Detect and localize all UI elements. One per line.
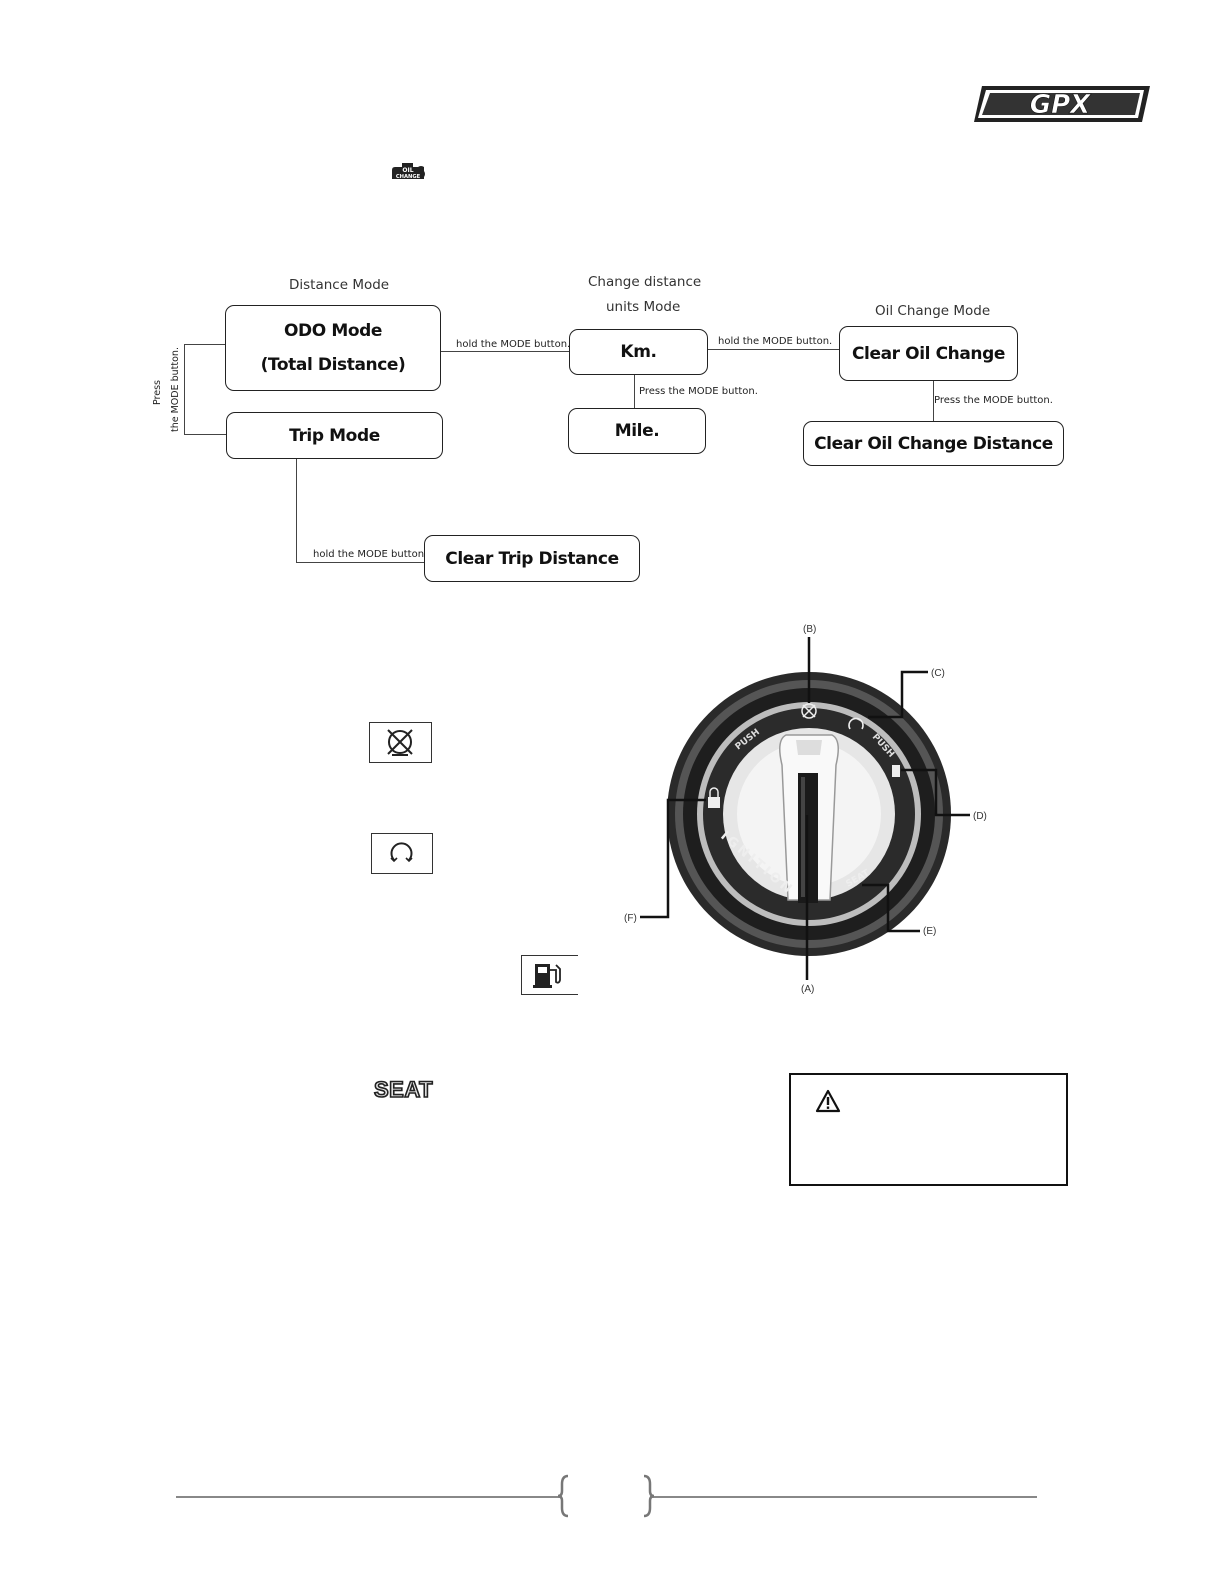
- connector-side-vertical: [184, 344, 185, 434]
- side-press-label: Press the MODE button.: [150, 347, 184, 432]
- ignition-diagram: PUSH PUSH IGNITION SEAT (B) (C) (D) (E) …: [610, 615, 1000, 1000]
- power-on-icon: [371, 833, 433, 874]
- footer-line-left: [176, 1496, 562, 1498]
- callout-f: (F): [624, 913, 637, 924]
- callout-a: (A): [801, 984, 814, 995]
- warning-icon: [815, 1089, 841, 1113]
- connector-trip-clear: [296, 562, 424, 563]
- trip-mode-box: Trip Mode: [226, 412, 443, 459]
- callout-d: (D): [973, 811, 987, 822]
- footer-line-right: [650, 1496, 1037, 1498]
- ring-fuel-icon: [892, 765, 900, 777]
- units-mode-header-line2: units Mode: [606, 299, 681, 315]
- side-label-line1: Press: [152, 380, 163, 405]
- connector-side-bottom: [184, 434, 227, 435]
- oil-change-mode-header: Oil Change Mode: [875, 303, 991, 319]
- logo-text: GPX: [1030, 90, 1092, 120]
- units-mode-header-line1: Change distance: [588, 274, 702, 290]
- warning-box: [789, 1073, 1068, 1186]
- edge-label-hold-odo-km: hold the MODE button.: [456, 339, 571, 350]
- side-label-line2: the MODE button.: [170, 348, 181, 432]
- callout-b: (B): [803, 624, 816, 635]
- connector-side-top: [184, 344, 226, 345]
- clear-oil-change-distance-box: Clear Oil Change Distance: [803, 421, 1064, 466]
- odo-mode-subtitle: (Total Distance): [260, 355, 406, 375]
- seat-label: SEAT: [373, 1076, 434, 1103]
- mile-box: Mile.: [568, 408, 706, 454]
- brand-logo: GPX: [972, 82, 1154, 126]
- clear-trip-distance-box: Clear Trip Distance: [424, 535, 640, 582]
- oil-badge-line2: CHANGE: [396, 174, 421, 180]
- edge-label-hold-trip: hold the MODE button.: [313, 549, 428, 560]
- connector-oil-distance: [933, 381, 934, 422]
- gpx-logo-icon: GPX: [974, 86, 1150, 122]
- clear-oil-change-box: Clear Oil Change: [839, 326, 1018, 381]
- engine-off-icon: [369, 722, 432, 763]
- edge-label-press-km-mile: Press the MODE button.: [639, 386, 758, 397]
- oil-badge-line1: OIL: [402, 167, 413, 174]
- odo-mode-box: ODO Mode (Total Distance): [225, 305, 441, 391]
- distance-mode-header: Distance Mode: [289, 277, 390, 293]
- edge-label-press-oil: Press the MODE button.: [934, 395, 1053, 406]
- connector-km-oil: [707, 349, 839, 350]
- ring-power-icon: [848, 717, 864, 730]
- km-box: Km.: [569, 329, 708, 375]
- fuel-icon: [521, 955, 578, 995]
- callout-c: (C): [931, 668, 945, 679]
- ring-engine-off-icon: [801, 703, 817, 719]
- footer-page-bracket: [556, 1472, 656, 1520]
- connector-km-mile: [634, 375, 635, 408]
- oil-change-icon: OIL CHANGE: [386, 158, 430, 184]
- callout-e: (E): [923, 926, 936, 937]
- odo-mode-title: ODO Mode: [283, 321, 383, 341]
- connector-odo-km: [441, 351, 570, 352]
- connector-trip-down: [296, 458, 297, 562]
- ring-lock-icon: [708, 787, 720, 808]
- edge-label-hold-km-oil: hold the MODE button.: [718, 336, 833, 347]
